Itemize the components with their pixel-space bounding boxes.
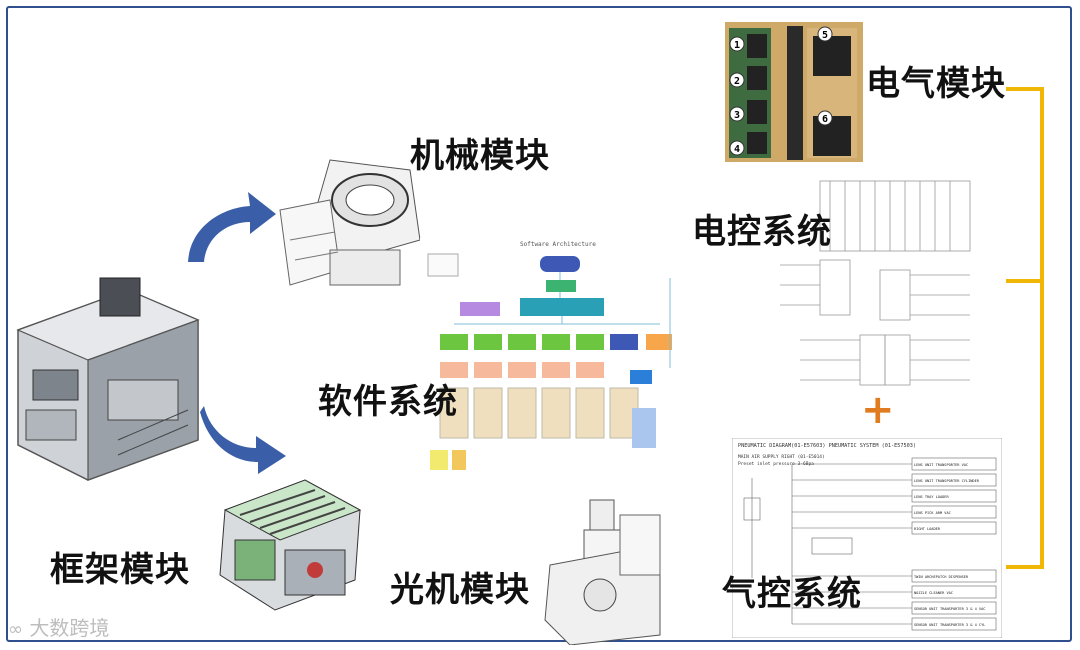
label-pneumatic-system: 气控系统	[722, 574, 862, 614]
label-electrical-module: 电气模块	[866, 64, 1006, 104]
connector-number: 2	[734, 76, 740, 87]
pneumatic-output: LENS TRAY LOADER	[914, 495, 949, 499]
software-diagram-title: Software Architecture	[520, 241, 596, 248]
label-mechanical-module: 机械模块	[410, 136, 550, 176]
pneumatic-supply-line: Preset inlet pressure 3-6Bpa	[738, 461, 814, 467]
system-bracket	[1006, 87, 1044, 569]
pneumatic-diagram: PNEUMATIC DIAGRAM(01-E57603) PNEUMATIC S…	[732, 438, 1002, 638]
label-frame-module: 框架模块	[50, 550, 190, 590]
pneumatic-output: LENS UNIT TRANSPORTER CYLINDER	[914, 479, 980, 483]
arrow-to-frame-icon	[200, 406, 286, 474]
mechanical-module-image	[279, 159, 421, 286]
watermark-logo-icon: ∞	[8, 619, 23, 640]
connector-number: 3	[734, 110, 740, 121]
pneumatic-output: SENSOR UNIT TRANSPORTER 3 & 4 CYL	[914, 623, 985, 627]
connector-number: 1	[734, 40, 740, 51]
label-optical-module: 光机模块	[390, 570, 530, 610]
label-software-system: 软件系统	[318, 382, 458, 422]
pneumatic-output: LENS UNIT TRANSPORTER VAC	[914, 463, 968, 467]
watermark-text: 大数跨境	[29, 616, 110, 640]
pneumatic-supply-line: MAIN AIR SUPPLY RIGHT (01-E5014)	[738, 454, 825, 460]
connector-number: 5	[822, 30, 828, 41]
software-architecture-diagram: Software Architecture	[420, 238, 680, 478]
pneumatic-output: LENS PICK ARM VAC	[914, 511, 951, 515]
optical-module-image	[544, 499, 661, 645]
frame-module-image	[219, 479, 362, 611]
connector-number: 6	[822, 114, 828, 125]
plus-icon: +	[861, 387, 895, 433]
pneumatic-output: NOZZLE CLEANER VAC	[914, 591, 953, 595]
label-electric-control-system: 电控系统	[692, 212, 832, 252]
pneumatic-output: TWIN ARCHEPATCH DISPENSER	[914, 575, 969, 579]
pneumatic-output: SENSOR UNIT TRANSPORTER 3 & 4 VAC	[914, 607, 985, 611]
pneumatic-output: RIGHT LOADER	[914, 527, 941, 531]
connector-number: 4	[734, 144, 740, 155]
electrical-board-image: 1 2 3 4 5 6	[725, 22, 863, 162]
watermark: ∞ 大数跨境	[8, 612, 109, 641]
pneumatic-title: PNEUMATIC DIAGRAM(01-E57603) PNEUMATIC S…	[738, 443, 916, 449]
electric-control-schematic	[780, 180, 971, 386]
machine-illustration	[16, 277, 200, 481]
arrow-to-mechanical-icon	[188, 192, 276, 262]
